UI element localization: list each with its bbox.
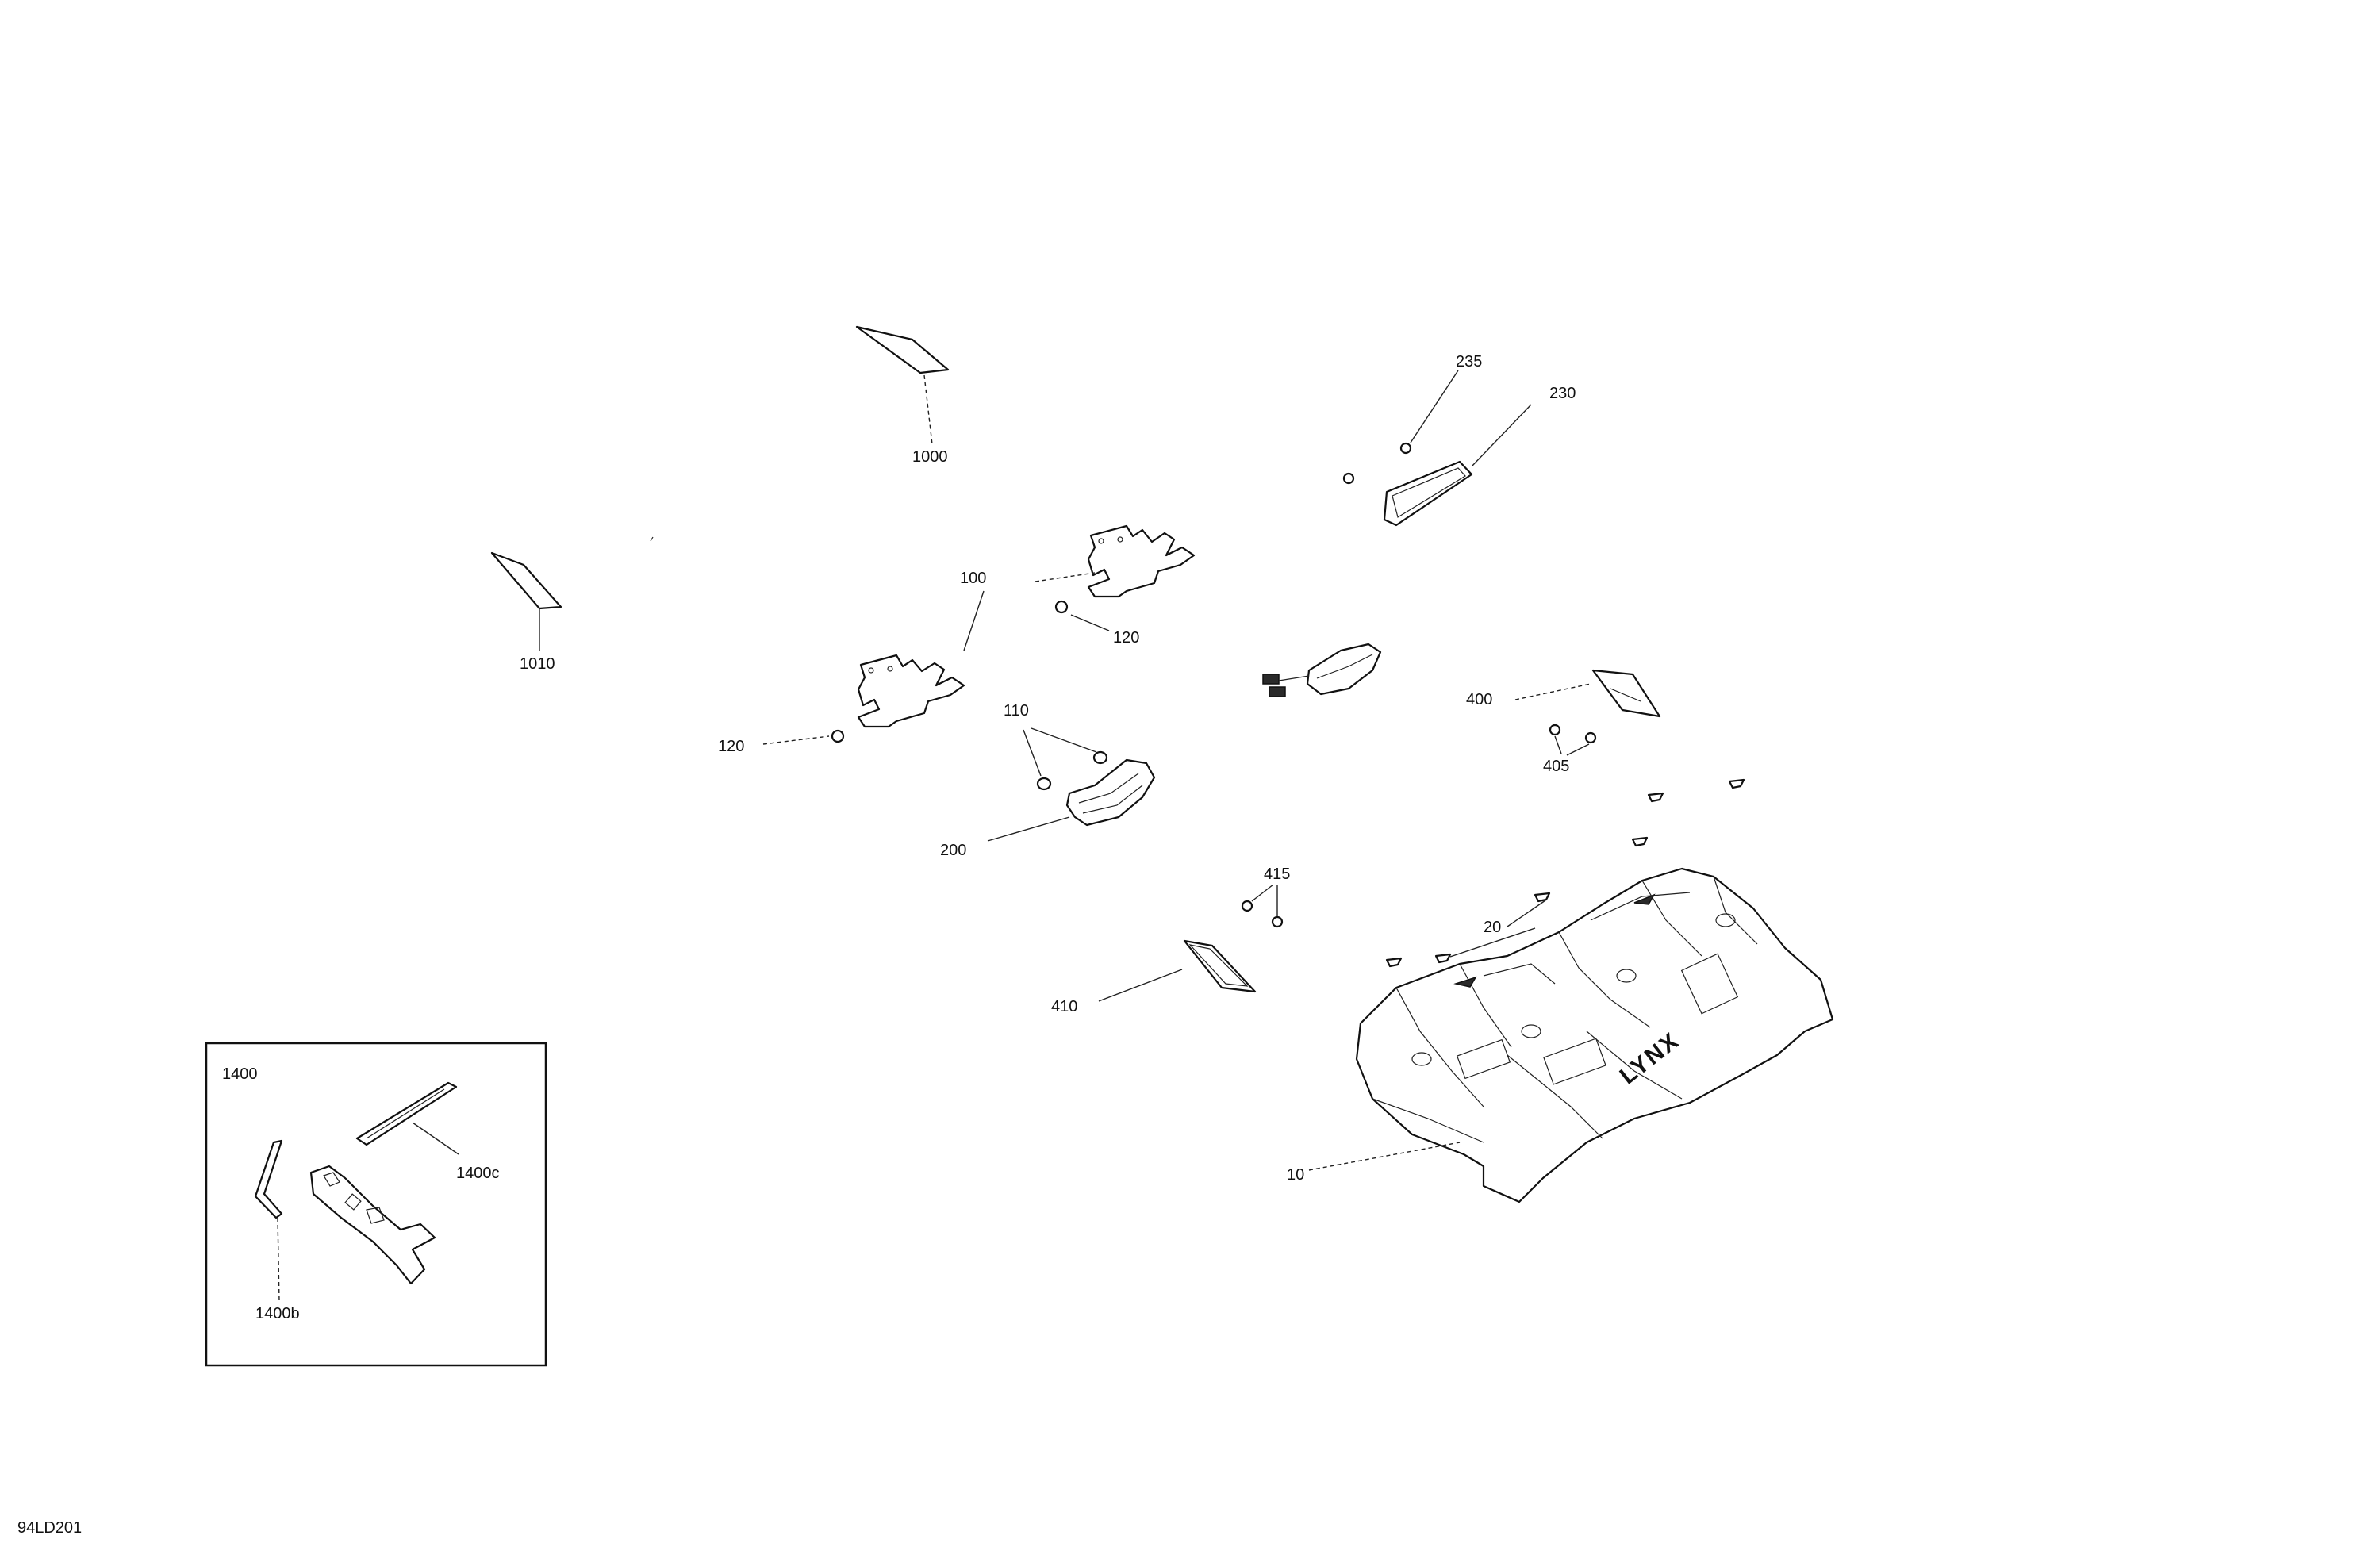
leader-100-a: [1035, 572, 1096, 582]
rivet-120-upper[interactable]: [1054, 600, 1110, 631]
callout-10: 10: [1287, 1166, 1304, 1184]
decal-1000[interactable]: [855, 325, 950, 445]
bracket-100-lower[interactable]: [857, 654, 965, 728]
callout-200: 200: [940, 842, 966, 859]
callout-1010: 1010: [520, 655, 555, 673]
rivet-120-lower[interactable]: [762, 729, 845, 745]
callout-230: 230: [1549, 385, 1576, 402]
diagram-id: 94LD201: [17, 1519, 82, 1537]
grommet-110[interactable]: [1023, 727, 1108, 791]
nut-415[interactable]: [1241, 884, 1284, 928]
stray-mark: [650, 536, 654, 542]
reflector-410[interactable]: [1098, 939, 1257, 1002]
headlight-200-left[interactable]: [1065, 758, 1156, 827]
decal-1010[interactable]: [490, 551, 562, 651]
inset-title: 1400: [222, 1065, 258, 1083]
leader-200: [987, 816, 1070, 842]
callout-100: 100: [960, 570, 986, 587]
nut-405[interactable]: [1549, 724, 1597, 756]
bracket-100-upper[interactable]: [1087, 524, 1196, 598]
callout-1400c: 1400c: [456, 1165, 500, 1182]
callout-120-b: 120: [718, 738, 744, 755]
hood-10[interactable]: LYNX: [1355, 867, 1834, 1203]
nut-235[interactable]: [1342, 370, 1459, 485]
leader-100-b: [963, 590, 985, 651]
callout-110: 110: [1004, 702, 1029, 720]
callout-120-a: 120: [1113, 629, 1139, 647]
wrench-1400[interactable]: [309, 1165, 436, 1285]
callout-400: 400: [1466, 691, 1492, 708]
leader-10: [1308, 1142, 1461, 1171]
callout-410: 410: [1051, 998, 1077, 1015]
callout-1400b: 1400b: [255, 1305, 300, 1322]
callout-235: 235: [1456, 353, 1482, 370]
callout-405: 405: [1543, 758, 1569, 775]
callout-1000: 1000: [912, 448, 948, 466]
headlight-right[interactable]: [1262, 643, 1382, 697]
screws-20[interactable]: [1385, 778, 1745, 968]
callout-415: 415: [1264, 866, 1290, 883]
callout-20: 20: [1484, 919, 1501, 936]
tool-1400c[interactable]: [355, 1081, 459, 1155]
plate-400[interactable]: [1514, 669, 1661, 718]
inset-1400: 1400 1400b 1400c: [205, 1042, 547, 1367]
reflector-230[interactable]: [1383, 404, 1532, 527]
hex-key-1400b[interactable]: [254, 1139, 283, 1302]
